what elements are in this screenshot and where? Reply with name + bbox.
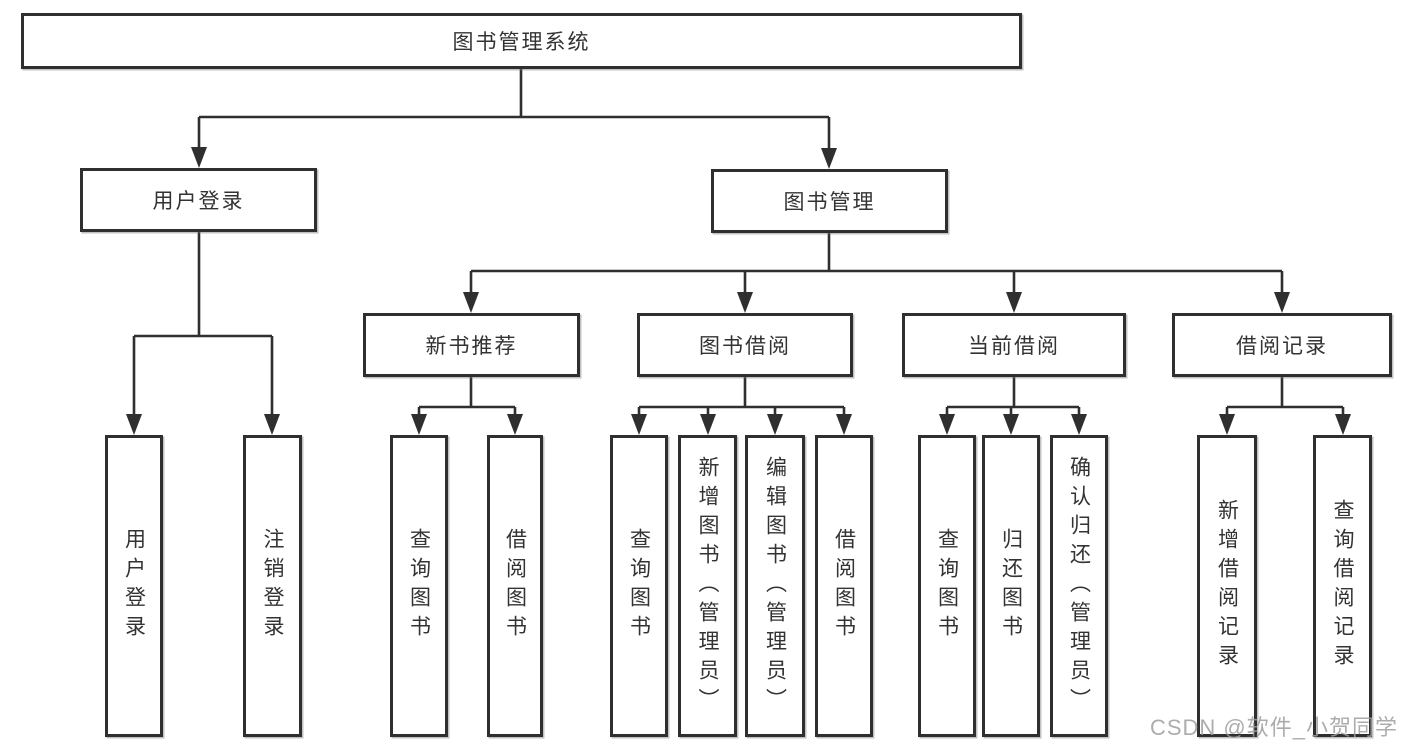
node-book-management: 图书管理 <box>711 169 948 233</box>
leaf-borrow-books-borrowing-label: 借阅图书 <box>832 528 856 644</box>
leaf-add-borrow-record: 新增借阅记录 <box>1197 435 1257 737</box>
leaf-query-books-current: 查询图书 <box>918 435 976 737</box>
node-borrowing-records: 借阅记录 <box>1172 313 1392 377</box>
leaf-query-books-borrowing-label: 查询图书 <box>627 528 651 644</box>
leaf-confirm-return-admin: 确认归还（管理员） <box>1050 435 1108 737</box>
node-current-borrowing: 当前借阅 <box>902 313 1126 377</box>
leaf-return-books: 归还图书 <box>982 435 1040 737</box>
leaf-return-books-label: 归还图书 <box>999 528 1023 644</box>
watermark: CSDN @软件_小贺同学 <box>1149 715 1398 740</box>
node-root: 图书管理系统 <box>21 13 1022 69</box>
leaf-query-borrow-record: 查询借阅记录 <box>1313 435 1372 737</box>
node-book-borrowing: 图书借阅 <box>637 313 853 377</box>
leaf-borrow-books-borrowing: 借阅图书 <box>815 435 873 737</box>
node-book-borrowing-label: 图书借阅 <box>699 335 791 358</box>
leaf-user-login-label: 用户登录 <box>122 528 146 644</box>
node-book-management-label: 图书管理 <box>783 191 876 214</box>
leaf-add-borrow-record-label: 新增借阅记录 <box>1215 499 1239 673</box>
node-user-login-label: 用户登录 <box>152 190 245 213</box>
leaf-logout-label: 注销登录 <box>261 528 284 644</box>
leaf-confirm-return-admin-label: 确认归还（管理员） <box>1067 455 1091 717</box>
node-root-label: 图书管理系统 <box>452 31 591 54</box>
leaf-add-books-admin: 新增图书（管理员） <box>678 435 737 737</box>
node-user-login: 用户登录 <box>80 168 317 232</box>
node-borrowing-records-label: 借阅记录 <box>1236 335 1328 358</box>
leaf-borrow-books-recommend-label: 借阅图书 <box>503 528 527 644</box>
node-new-book-recommend-label: 新书推荐 <box>425 335 518 358</box>
leaf-query-books-recommend: 查询图书 <box>390 435 448 737</box>
leaf-query-books-recommend-label: 查询图书 <box>407 528 431 644</box>
leaf-query-books-borrowing: 查询图书 <box>610 435 668 737</box>
leaf-borrow-books-recommend: 借阅图书 <box>487 435 543 737</box>
leaf-add-books-admin-label: 新增图书（管理员） <box>696 455 719 717</box>
leaf-query-borrow-record-label: 查询借阅记录 <box>1331 499 1354 673</box>
leaf-edit-books-admin: 编辑图书（管理员） <box>745 435 805 737</box>
leaf-edit-books-admin-label: 编辑图书（管理员） <box>763 455 787 717</box>
node-new-book-recommend: 新书推荐 <box>363 313 580 377</box>
leaf-logout: 注销登录 <box>243 435 302 737</box>
leaf-user-login: 用户登录 <box>105 435 163 737</box>
node-current-borrowing-label: 当前借阅 <box>968 335 1060 358</box>
leaf-query-books-current-label: 查询图书 <box>935 528 959 644</box>
